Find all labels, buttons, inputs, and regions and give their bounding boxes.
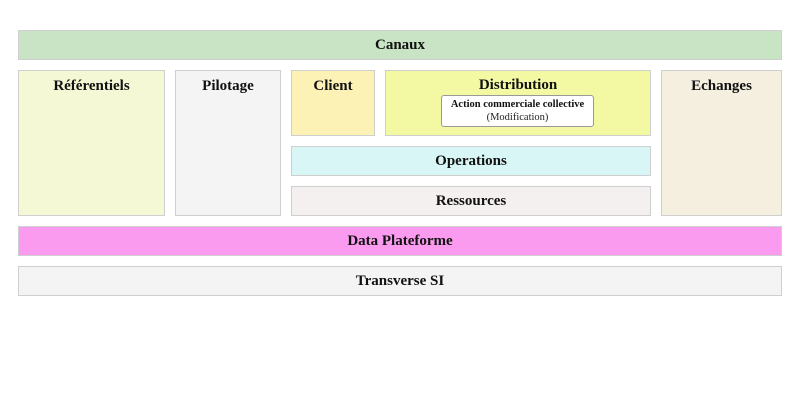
ressources-block: Ressources: [291, 186, 651, 216]
ressources-label: Ressources: [435, 193, 507, 209]
action-commerciale-collective-card[interactable]: Action commerciale collective (Modificat…: [441, 95, 594, 127]
distribution-block: Distribution Action commerciale collecti…: [385, 70, 651, 136]
client-label: Client: [313, 78, 353, 94]
echanges-block: Echanges: [661, 70, 782, 216]
pilotage-label: Pilotage: [202, 78, 254, 94]
distribution-label: Distribution: [478, 77, 558, 93]
transverse-si-block: Transverse SI: [18, 266, 782, 296]
transverse-si-label: Transverse SI: [355, 273, 445, 289]
data-plateforme-label: Data Plateforme: [347, 233, 453, 249]
referentiels-label: Référentiels: [53, 78, 130, 94]
echanges-label: Echanges: [691, 78, 752, 94]
client-block: Client: [291, 70, 375, 136]
modification-note: (Modification): [486, 112, 549, 123]
referentiels-block: Référentiels: [18, 70, 165, 216]
operations-label: Operations: [435, 153, 507, 169]
pilotage-block: Pilotage: [175, 70, 281, 216]
action-commerciale-collective-label: Action commerciale collective: [450, 99, 585, 110]
operations-block: Operations: [291, 146, 651, 176]
data-plateforme-block: Data Plateforme: [18, 226, 782, 256]
canaux-block: Canaux: [18, 30, 782, 60]
canaux-label: Canaux: [374, 37, 426, 53]
